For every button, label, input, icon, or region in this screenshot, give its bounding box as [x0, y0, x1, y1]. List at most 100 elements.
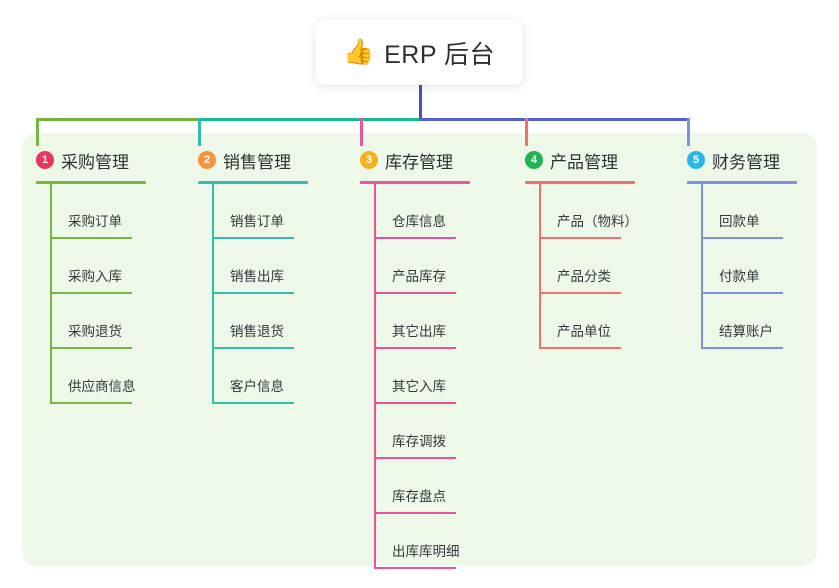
- leaf-item[interactable]: 产品单位: [539, 294, 635, 349]
- branch-drop-2: [198, 118, 201, 146]
- branch-drop-5: [687, 118, 690, 146]
- leaf-item[interactable]: 销售退货: [212, 294, 308, 349]
- leaf-item[interactable]: 库存盘点: [374, 459, 470, 514]
- leaf-label: 结算账户: [719, 324, 773, 339]
- branch-header-1[interactable]: 1 采购管理: [36, 148, 146, 172]
- leaf-rule: [50, 292, 132, 294]
- leaf-rule: [50, 402, 132, 404]
- leaf-rule: [374, 292, 456, 294]
- branch-label-3: 库存管理: [385, 152, 453, 172]
- leaf-item[interactable]: 销售出库: [212, 239, 308, 294]
- leaf-item[interactable]: 客户信息: [212, 349, 308, 404]
- leaf-rule: [212, 237, 294, 239]
- leaf-item[interactable]: 出库库明细: [374, 514, 470, 569]
- leaf-label: 其它入库: [392, 379, 446, 394]
- leaf-rule: [374, 402, 456, 404]
- leaf-rule: [374, 567, 456, 569]
- leaf-rule: [701, 237, 783, 239]
- branch-drop-1: [36, 118, 39, 146]
- branch-header-3[interactable]: 3 库存管理: [360, 148, 470, 172]
- branch-drop-3: [360, 118, 363, 146]
- leaf-list-5: 回款单付款单结算账户: [701, 184, 797, 349]
- branch-label-1: 采购管理: [61, 152, 129, 172]
- leaf-stem-3: [374, 184, 376, 569]
- leaf-label: 采购入库: [68, 269, 122, 284]
- branch-badge-3: 3: [360, 151, 378, 169]
- leaf-label: 仓库信息: [392, 214, 446, 229]
- leaf-item[interactable]: 其它出库: [374, 294, 470, 349]
- leaf-label: 销售订单: [230, 214, 284, 229]
- branch-badge-1: 1: [36, 151, 54, 169]
- branch-rule-5: [687, 181, 797, 184]
- leaf-item[interactable]: 仓库信息: [374, 184, 470, 239]
- leaf-label: 供应商信息: [68, 379, 136, 394]
- leaf-rule: [212, 347, 294, 349]
- branch-badge-4: 4: [525, 151, 543, 169]
- leaf-label: 产品库存: [392, 269, 446, 284]
- branch-rule-2: [198, 181, 308, 184]
- leaf-list-1: 采购订单采购入库采购退货供应商信息: [50, 184, 146, 404]
- branch-drop-4: [525, 118, 528, 146]
- leaf-item[interactable]: 库存调拨: [374, 404, 470, 459]
- leaf-rule: [374, 237, 456, 239]
- leaf-item[interactable]: 付款单: [701, 239, 797, 294]
- leaf-stem-4: [539, 184, 541, 349]
- leaf-list-2: 销售订单销售出库销售退货客户信息: [212, 184, 308, 404]
- leaf-item[interactable]: 供应商信息: [50, 349, 146, 404]
- leaf-item[interactable]: 采购订单: [50, 184, 146, 239]
- leaf-item[interactable]: 回款单: [701, 184, 797, 239]
- leaf-item[interactable]: 采购入库: [50, 239, 146, 294]
- leaf-rule: [701, 292, 783, 294]
- leaf-label: 库存盘点: [392, 489, 446, 504]
- leaf-rule: [374, 347, 456, 349]
- leaf-label: 付款单: [719, 269, 760, 284]
- leaf-rule: [374, 512, 456, 514]
- leaf-label: 产品（物料）: [557, 214, 638, 229]
- leaf-label: 其它出库: [392, 324, 446, 339]
- branch-rule-3: [360, 181, 470, 184]
- branch-header-2[interactable]: 2 销售管理: [198, 148, 308, 172]
- root-stem: [419, 80, 422, 121]
- leaf-label: 客户信息: [230, 379, 284, 394]
- trunk-bar-right: [419, 118, 690, 121]
- branch-badge-2: 2: [198, 151, 216, 169]
- leaf-rule: [50, 237, 132, 239]
- leaf-rule: [212, 402, 294, 404]
- leaf-stem-2: [212, 184, 214, 404]
- trunk-bar-mid: [198, 118, 422, 121]
- leaf-item[interactable]: 销售订单: [212, 184, 308, 239]
- leaf-label: 回款单: [719, 214, 760, 229]
- leaf-rule: [539, 292, 621, 294]
- leaf-item[interactable]: 结算账户: [701, 294, 797, 349]
- branch-rule-4: [525, 181, 635, 184]
- branch-rule-1: [36, 181, 146, 184]
- branch-3: 3 库存管理仓库信息产品库存其它出库其它入库库存调拨库存盘点出库库明细: [360, 148, 470, 569]
- root-node[interactable]: 👍 ERP 后台: [315, 20, 523, 85]
- leaf-rule: [701, 347, 783, 349]
- branch-1: 1 采购管理采购订单采购入库采购退货供应商信息: [36, 148, 146, 404]
- leaf-label: 产品单位: [557, 324, 611, 339]
- leaf-label: 采购订单: [68, 214, 122, 229]
- leaf-item[interactable]: 产品库存: [374, 239, 470, 294]
- leaf-stem-5: [701, 184, 703, 349]
- leaf-label: 出库库明细: [392, 544, 460, 559]
- leaf-item[interactable]: 其它入库: [374, 349, 470, 404]
- leaf-list-4: 产品（物料） 产品分类产品单位: [539, 184, 638, 349]
- root-title: ERP 后台: [384, 40, 496, 69]
- leaf-rule: [50, 347, 132, 349]
- leaf-rule: [212, 292, 294, 294]
- leaf-item[interactable]: 产品分类: [539, 239, 635, 294]
- branch-label-2: 销售管理: [223, 152, 291, 172]
- leaf-label: 销售退货: [230, 324, 284, 339]
- leaf-rule: [374, 457, 456, 459]
- branch-label-5: 财务管理: [712, 152, 780, 172]
- leaf-rule: [539, 347, 621, 349]
- content-panel: [22, 133, 817, 566]
- leaf-item[interactable]: 产品（物料）: [539, 184, 638, 239]
- leaf-item[interactable]: 采购退货: [50, 294, 146, 349]
